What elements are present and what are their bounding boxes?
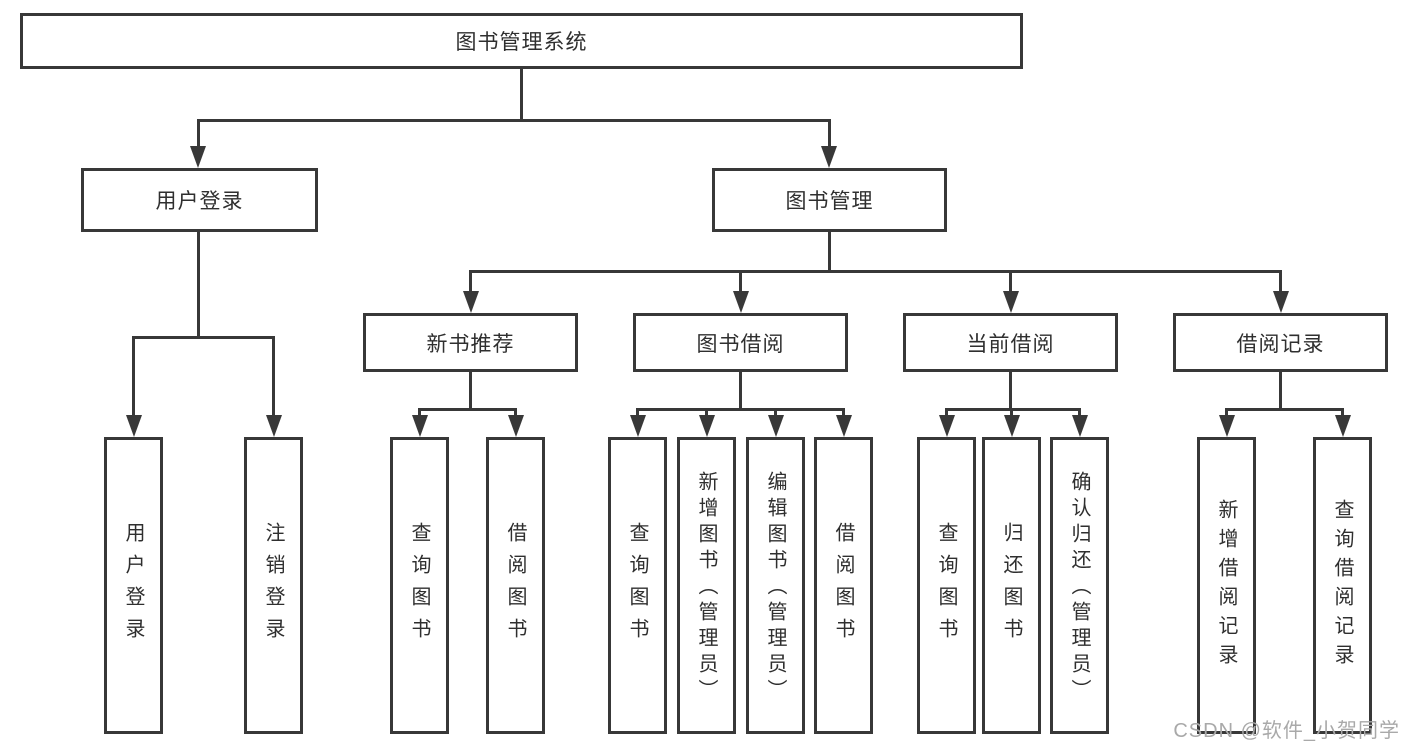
connector-to-book-management	[827, 119, 831, 147]
connector-to-leaf-logout	[272, 336, 275, 415]
node-new-book-recommend: 新书推荐	[363, 313, 578, 372]
arrowhead-to-new-book	[462, 291, 479, 313]
node-book-borrow: 图书借阅	[633, 313, 848, 372]
arrowhead-to-leaf	[698, 415, 715, 437]
connector-to-user-login	[196, 119, 200, 147]
leaf-current-confirm-return-admin: 确认归还（管理员）	[1050, 437, 1109, 734]
arrowhead-to-leaf	[629, 415, 646, 437]
arrowhead-to-book-management	[821, 146, 837, 168]
connector-leaf-stub	[945, 408, 948, 417]
arrowhead-to-leaf	[507, 415, 524, 437]
connector-book-borrow-bar	[636, 408, 845, 411]
connector-new-book-stub	[469, 372, 472, 411]
arrowhead-to-leaf	[1218, 415, 1235, 437]
connector-new-book-bar	[418, 408, 517, 411]
connector-leaf-stub	[705, 408, 708, 417]
connector-leaf-stub	[774, 408, 777, 417]
connector-current-borrow-stub	[1009, 372, 1012, 411]
connector-book-borrow-stub	[739, 372, 742, 411]
connector-leaf-stub	[1078, 408, 1081, 417]
connector-user-login-bar	[132, 336, 275, 339]
connector-user-login-stub	[196, 232, 200, 336]
leaf-records-query-record: 查询借阅记录	[1313, 437, 1372, 734]
leaf-records-add-record: 新增借阅记录	[1197, 437, 1256, 734]
arrowhead-to-leaf	[411, 415, 428, 437]
node-borrow-records: 借阅记录	[1173, 313, 1388, 372]
connector-leaf-stub	[1225, 408, 1228, 417]
connector-root-stub	[520, 69, 523, 120]
node-book-management: 图书管理	[712, 168, 947, 232]
arrowhead-to-leaf	[767, 415, 784, 437]
arrowhead-to-leaf	[835, 415, 852, 437]
arrowhead-to-leaf	[1334, 415, 1351, 437]
leaf-current-return-books: 归还图书	[982, 437, 1041, 734]
leaf-borrow-add-books-admin: 新增图书（管理员）	[677, 437, 736, 734]
leaf-current-query-books: 查询图书	[917, 437, 976, 734]
leaf-logout: 注销登录	[244, 437, 303, 734]
leaf-borrow-borrow-books: 借阅图书	[814, 437, 873, 734]
connector-to-current-borrow	[1009, 270, 1012, 291]
arrowhead-to-leaf	[938, 415, 955, 437]
csdn-watermark: CSDN @软件_小贺同学	[1173, 720, 1400, 742]
connector-current-borrow-bar	[945, 408, 1081, 411]
leaf-recommend-borrow-books: 借阅图书	[486, 437, 545, 734]
connector-borrow-records-stub	[1279, 372, 1282, 411]
node-user-login: 用户登录	[81, 168, 318, 232]
connector-leaf-stub	[514, 408, 517, 417]
connector-leaf-stub	[1341, 408, 1344, 417]
leaf-user-login: 用户登录	[104, 437, 163, 734]
leaf-borrow-edit-books-admin: 编辑图书（管理员）	[746, 437, 805, 734]
connector-leaf-stub	[418, 408, 421, 417]
connector-borrow-records-bar	[1225, 408, 1344, 411]
connector-to-borrow-records	[1279, 270, 1282, 291]
leaf-borrow-query-books: 查询图书	[608, 437, 667, 734]
node-root: 图书管理系统	[20, 13, 1023, 69]
arrowhead-to-current-borrow	[1002, 291, 1019, 313]
arrowhead-to-book-borrow	[732, 291, 749, 313]
leaf-recommend-query-books: 查询图书	[390, 437, 449, 734]
connector-book-management-bar	[468, 270, 1282, 273]
connector-to-book-borrow	[739, 270, 742, 291]
arrowhead-to-leaf	[1071, 415, 1088, 437]
arrowhead-to-leaf-logout	[265, 415, 282, 437]
connector-book-management-stub	[827, 232, 831, 271]
arrowhead-to-leaf-user-login	[125, 415, 142, 437]
connector-to-leaf-user-login	[132, 336, 135, 415]
connector-leaf-stub	[1010, 408, 1013, 417]
connector-leaf-stub	[842, 408, 845, 417]
connector-to-new-book	[469, 270, 472, 291]
connector-root-bar	[196, 119, 831, 122]
node-current-borrow: 当前借阅	[903, 313, 1118, 372]
connector-leaf-stub	[636, 408, 639, 417]
arrowhead-to-user-login	[190, 146, 206, 168]
arrowhead-to-borrow-records	[1272, 291, 1289, 313]
arrowhead-to-leaf	[1003, 415, 1020, 437]
